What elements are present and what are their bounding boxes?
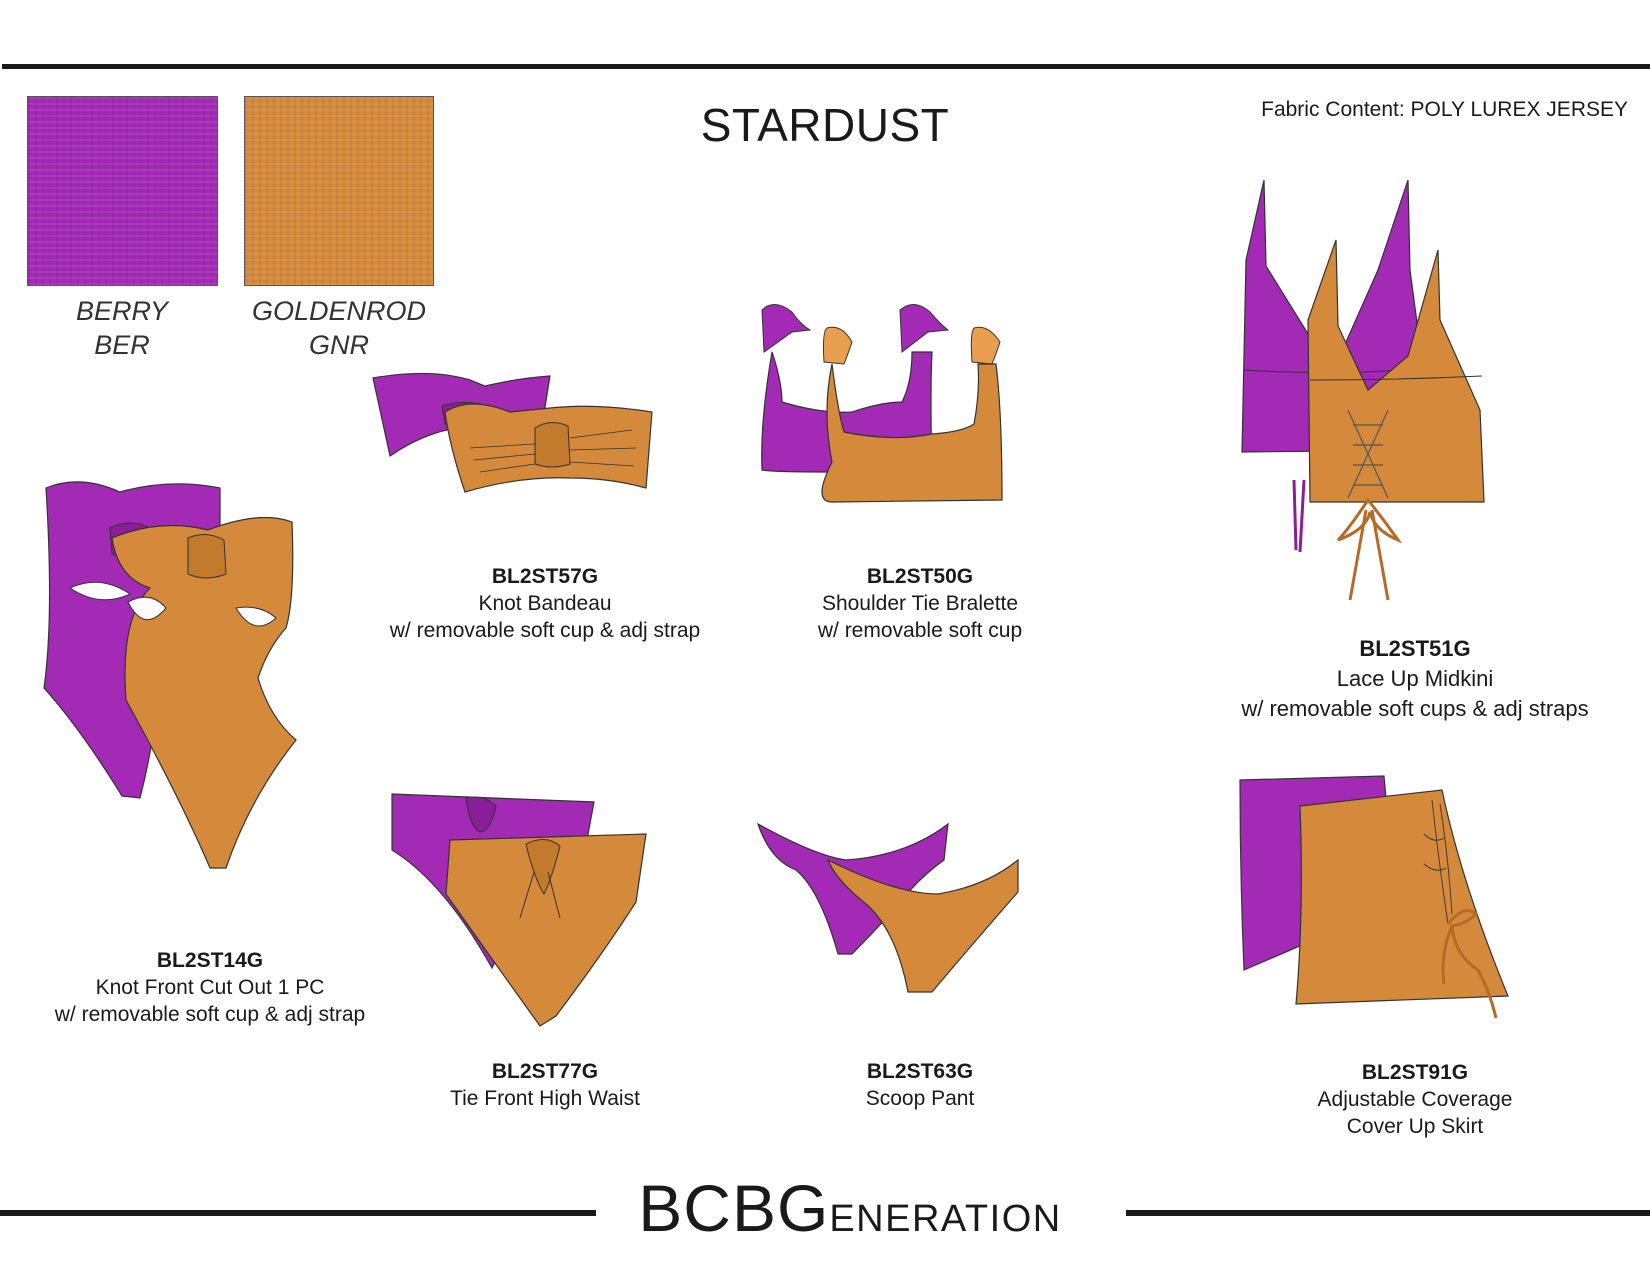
caption-bl2st51g: BL2ST51G Lace Up Midkini w/ removable so… (1190, 634, 1640, 724)
swatch-name: BERRY (75, 296, 169, 326)
bottom-rule-right (1126, 1210, 1650, 1216)
style-code: BL2ST14G (156, 949, 264, 972)
style-name: Shoulder Tie Bralette (821, 592, 1019, 615)
shoulder-tie-bralette-illustration (761, 304, 1003, 503)
style-name: Knot Front Cut Out 1 PC (95, 976, 325, 999)
style-code: BL2ST50G (866, 565, 974, 588)
style-detail: w/ removable soft cups & adj straps (1241, 696, 1589, 721)
style-code: BL2ST91G (1361, 1061, 1469, 1084)
style-code: BL2ST63G (866, 1060, 974, 1083)
swatch-label-goldenrod: GOLDENROD GNR (239, 294, 439, 362)
style-detail: w/ removable soft cup & adj strap (54, 1003, 366, 1026)
caption-bl2st91g: BL2ST91G Adjustable Coverage Cover Up Sk… (1245, 1059, 1585, 1140)
caption-bl2st50g: BL2ST50G Shoulder Tie Bralette w/ remova… (735, 563, 1105, 644)
lace-up-midkini-illustration (1241, 180, 1485, 601)
swatch-code: GNR (309, 330, 369, 360)
style-name: Scoop Pant (865, 1087, 975, 1110)
caption-bl2st77g: BL2ST77G Tie Front High Waist (395, 1058, 695, 1112)
style-code: BL2ST77G (491, 1060, 599, 1083)
style-detail: Cover Up Skirt (1346, 1115, 1484, 1138)
caption-bl2st14g: BL2ST14G Knot Front Cut Out 1 PC w/ remo… (20, 947, 400, 1028)
scoop-pant-illustration (756, 822, 1019, 993)
swatch-code: BER (94, 330, 150, 360)
swatch-goldenrod (244, 96, 434, 286)
swatch-label-berry: BERRY BER (22, 294, 222, 362)
caption-bl2st63g: BL2ST63G Scoop Pant (770, 1058, 1070, 1112)
tie-front-high-waist-illustration (391, 793, 647, 1027)
caption-bl2st57g: BL2ST57G Knot Bandeau w/ removable soft … (355, 563, 735, 644)
fabric-content: Fabric Content: POLY LUREX JERSEY (1261, 98, 1628, 121)
brand-initial: BCBG (638, 1171, 830, 1245)
swatch-berry (27, 96, 218, 286)
bottom-rule-left (0, 1210, 596, 1216)
style-detail: w/ removable soft cup & adj strap (389, 619, 701, 642)
style-code: BL2ST57G (491, 565, 599, 588)
style-code: BL2ST51G (1359, 636, 1471, 661)
page-title: STARDUST (700, 99, 950, 151)
knot-bandeau-illustration (372, 372, 653, 493)
style-name: Tie Front High Waist (450, 1087, 640, 1110)
brand-rest: ENERATION (829, 1198, 1062, 1240)
cover-up-skirt-illustration (1239, 775, 1509, 1019)
style-name: Knot Bandeau (478, 592, 612, 615)
style-name: Adjustable Coverage (1317, 1088, 1513, 1111)
brand-logo: BCBGENERATION (600, 1170, 1100, 1246)
swatch-name: GOLDENROD (251, 296, 427, 326)
knot-front-cut-out-illustration (43, 481, 297, 869)
style-name: Lace Up Midkini (1336, 666, 1494, 691)
style-detail: w/ removable soft cup (817, 619, 1023, 642)
top-rule (2, 64, 1650, 69)
